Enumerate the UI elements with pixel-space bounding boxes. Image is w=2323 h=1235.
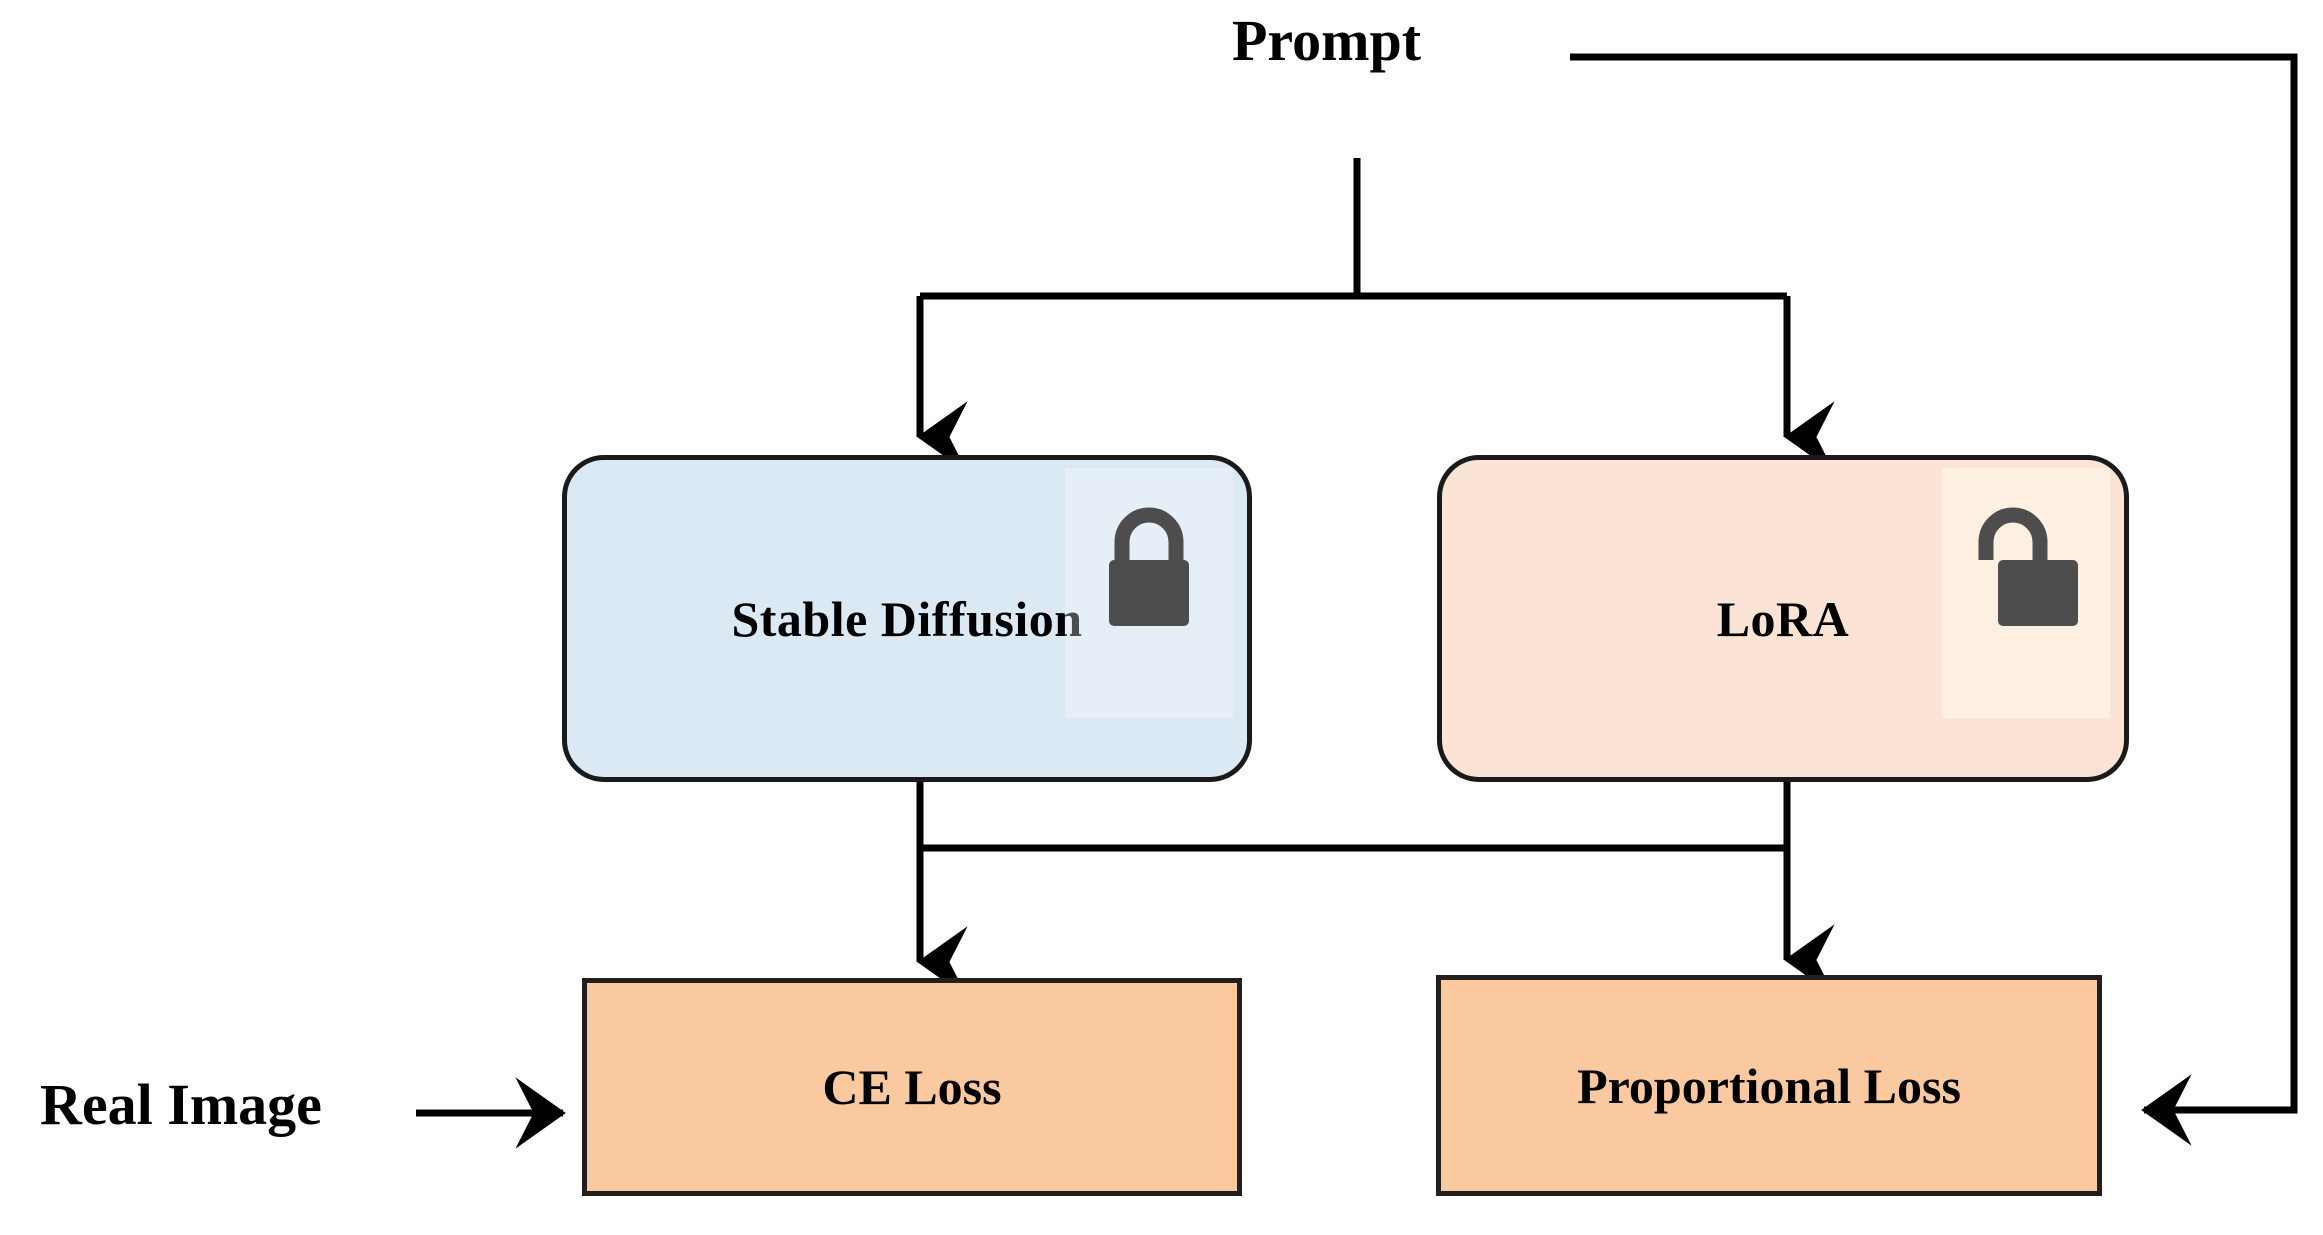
node-label-lora: LoRA: [1716, 590, 1850, 647]
lock-closed-icon: [1065, 468, 1233, 718]
node-label-stable-diffusion: Stable Diffusion: [731, 590, 1083, 647]
lock-open-icon: [1942, 468, 2110, 718]
real-image-label: Real Image: [40, 1072, 322, 1137]
node-lora[interactable]: LoRA: [1437, 455, 2129, 782]
node-label-ce-loss: CE Loss: [822, 1059, 1002, 1115]
node-stable-diffusion[interactable]: Stable Diffusion: [562, 455, 1252, 782]
node-proportional-loss[interactable]: Proportional Loss: [1436, 975, 2102, 1196]
node-label-proportional-loss: Proportional Loss: [1577, 1057, 1961, 1114]
prompt-label: Prompt: [1232, 8, 1422, 73]
node-ce-loss[interactable]: CE Loss: [582, 978, 1242, 1196]
